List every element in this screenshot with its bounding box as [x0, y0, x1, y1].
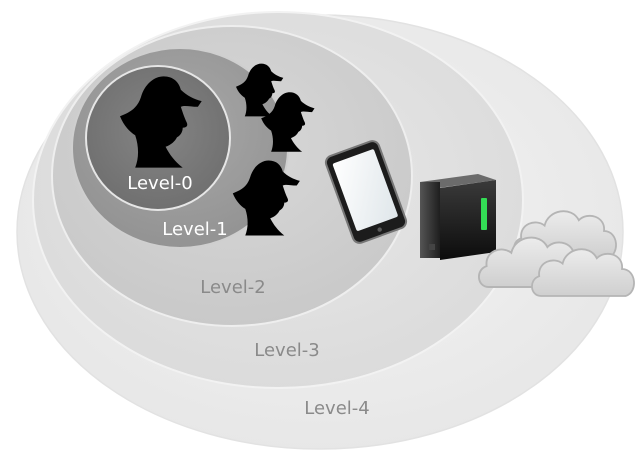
server-tower-icon [420, 174, 496, 260]
tablet-icon [324, 140, 408, 244]
level-3-label: Level-3 [254, 340, 319, 361]
level-2-label: Level-2 [200, 277, 265, 298]
level-4-label: Level-4 [304, 398, 369, 419]
level-0-label: Level-0 [127, 173, 192, 194]
level-1-label: Level-1 [162, 219, 227, 240]
